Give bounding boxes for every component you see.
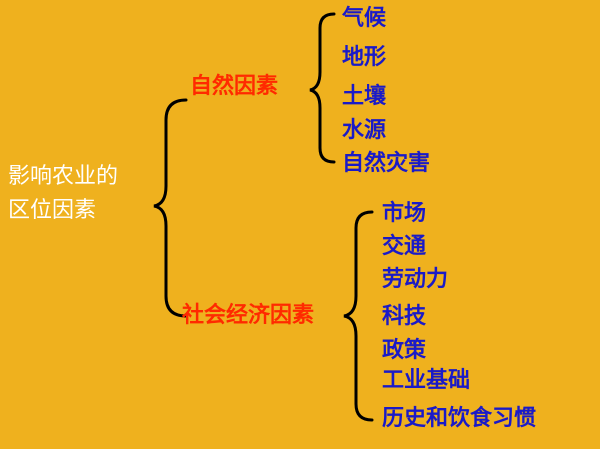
social-brace (343, 210, 374, 422)
root-label-line-2: 区位因素 (8, 198, 97, 223)
natural-factors-label: 自然因素 (190, 74, 279, 99)
natural-brace (309, 12, 336, 164)
natural-item-terrain: 地形 (342, 45, 387, 70)
natural-item-disasters: 自然灾害 (342, 151, 431, 176)
natural-item-soil: 土壤 (342, 84, 387, 109)
social-item-technology: 科技 (382, 304, 427, 329)
social-item-policy: 政策 (382, 338, 427, 363)
root-label-line-1: 影响农业的 (8, 164, 119, 189)
root-brace (153, 98, 188, 318)
social-item-history-diet: 历史和饮食习惯 (382, 406, 537, 431)
social-economic-factors-label: 社会经济因素 (182, 303, 315, 328)
social-item-transport: 交通 (382, 234, 427, 259)
natural-item-climate: 气候 (342, 6, 387, 31)
social-item-market: 市场 (382, 201, 427, 226)
natural-item-water: 水源 (342, 118, 387, 143)
social-item-labor: 劳动力 (382, 267, 449, 292)
social-item-industrial-base: 工业基础 (382, 368, 471, 393)
root-label: 影响农业的 区位因素 (8, 160, 148, 228)
